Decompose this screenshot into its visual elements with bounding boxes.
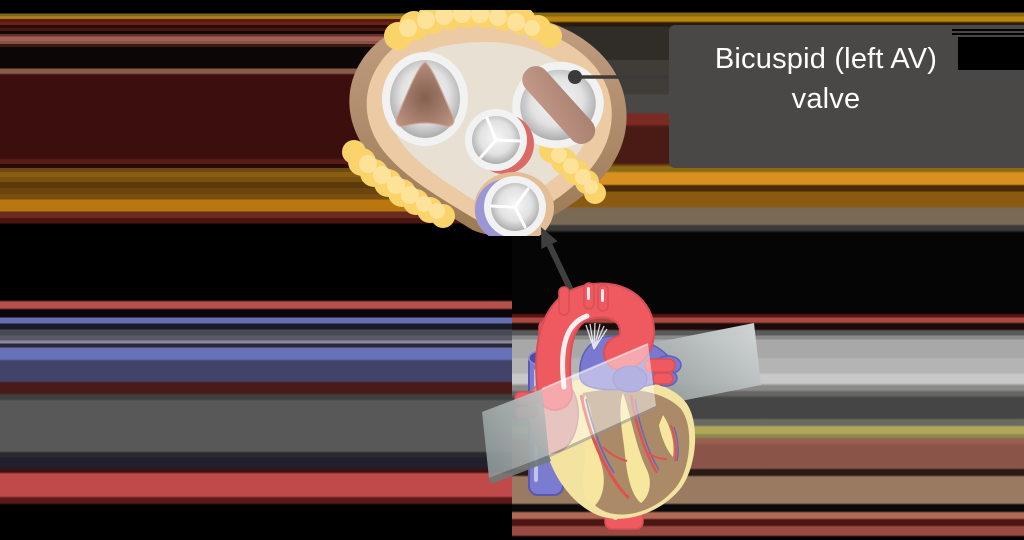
label-pointer [568, 70, 671, 84]
label-line-2: valve [791, 83, 861, 115]
label-box-bicuspid: Bicuspid (left AV) valve [669, 25, 1024, 168]
section-arrow [541, 227, 578, 301]
coronary-veins [585, 398, 679, 474]
aorta [535, 282, 655, 411]
arrowhead-icon [541, 227, 558, 249]
left-atrial-appendage [612, 365, 648, 393]
label-line-1: Bicuspid (left AV) [714, 43, 938, 75]
fat-cluster-bottom-left [342, 140, 455, 228]
fat-cluster-top [384, 10, 562, 50]
cut-plane-front [482, 343, 658, 484]
corner-black-rect [958, 37, 1024, 70]
ligamentum-arteriosum [585, 322, 608, 350]
tricuspid-valve [382, 52, 468, 146]
corner-bar-thin-1 [952, 29, 1024, 31]
pointer-dot [568, 70, 582, 84]
ventricles-body [541, 377, 696, 519]
corner-bar-thin-2 [952, 33, 1024, 35]
coronary-arteries [579, 394, 677, 500]
pulmonary-valve [474, 172, 554, 236]
bicuspid-valve [512, 61, 604, 149]
label-text: Bicuspid (left AV) valve [681, 39, 971, 119]
valve-plane-illustration [342, 10, 627, 236]
aortic-valve [465, 109, 534, 174]
cut-plane-back [648, 323, 761, 406]
